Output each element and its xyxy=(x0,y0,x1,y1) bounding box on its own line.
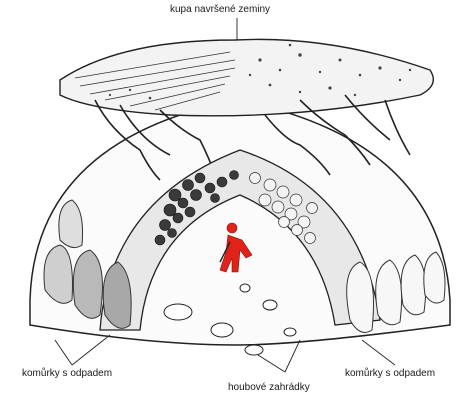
earth-mound xyxy=(60,39,433,115)
label-waste-chambers-right: komůrky s odpadem xyxy=(345,368,435,379)
label-waste-chambers-left: komůrky s odpadem xyxy=(22,368,112,379)
label-earth-mound: kupa navršené zeminy xyxy=(170,4,270,15)
label-fungus-gardens: houbové zahrádky xyxy=(228,382,310,393)
